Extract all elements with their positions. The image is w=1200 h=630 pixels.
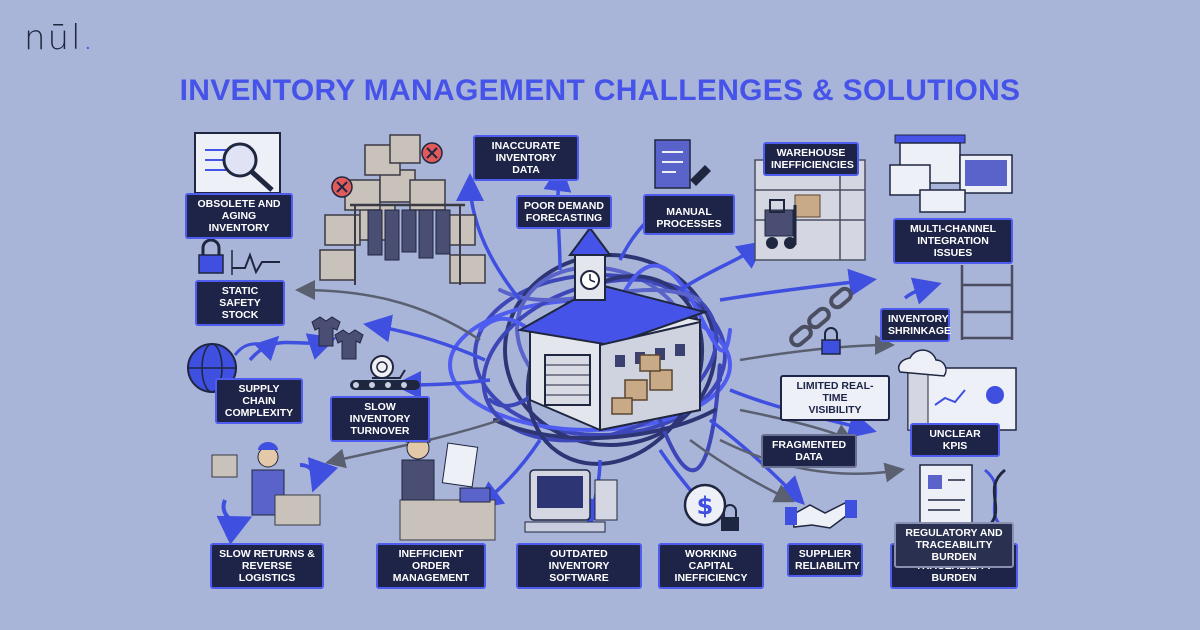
globe-icon bbox=[187, 335, 280, 393]
magnifier-screen-icon bbox=[194, 132, 281, 194]
label-turnover: SLOW INVENTORY TURNOVER bbox=[330, 396, 430, 442]
reject-x-icon bbox=[331, 142, 443, 198]
label-kpis: UNCLEAR KPIs bbox=[910, 423, 1000, 457]
old-computer-icon bbox=[524, 469, 618, 533]
label-obsolete: OBSOLETE AND AGING INVENTORY bbox=[185, 193, 293, 239]
tshirt-icon bbox=[311, 316, 364, 360]
label-returns: SLOW RETURNS & REVERSE LOGISTICS bbox=[210, 543, 324, 589]
warehouse-building bbox=[517, 226, 709, 432]
returns-worker-icon bbox=[211, 442, 339, 545]
label-supply-chain: SUPPLY CHAIN COMPLEXITY bbox=[215, 378, 303, 424]
lock-icon bbox=[198, 238, 280, 275]
dashboard-icon bbox=[897, 349, 1017, 431]
dollar-lock-icon: $ bbox=[683, 483, 739, 531]
label-regulatory-top: REGULATORY AND TRACEABILITY BURDEN bbox=[894, 522, 1014, 568]
label-manual: MANUAL PROCESSES bbox=[643, 194, 735, 235]
multichannel-screens-icon bbox=[889, 134, 1013, 213]
label-multichannel: MULTI-CHANNEL INTEGRATION ISSUES bbox=[893, 218, 1013, 264]
label-inaccurate: INACCURATE INVENTORY DATA bbox=[473, 135, 579, 181]
label-fragmented: FRAGMENTED DATA bbox=[761, 434, 857, 468]
label-demand: POOR DEMAND FORECASTING bbox=[516, 195, 612, 229]
logo-text: nūl bbox=[24, 18, 83, 58]
label-order: INEFFICIENT ORDER MANAGEMENT bbox=[376, 543, 486, 589]
handshake-icon bbox=[785, 500, 857, 529]
snail-conveyor-icon bbox=[350, 355, 420, 390]
label-visibility: LIMITED REAL-TIME VISIBILITY bbox=[780, 375, 890, 421]
clipboard-icon bbox=[654, 139, 711, 189]
label-supplier: SUPPLIER RELIABILITY bbox=[787, 543, 863, 577]
svg-text:$: $ bbox=[697, 492, 714, 520]
label-software: OUTDATED INVENTORY SOFTWARE bbox=[516, 543, 642, 589]
label-safety-stock: STATIC SAFETY STOCK bbox=[195, 280, 285, 326]
order-desk-icon bbox=[399, 432, 496, 541]
clothes-rack-icon bbox=[350, 203, 465, 285]
broken-chain-icon bbox=[789, 286, 853, 355]
brand-logo: nūl. bbox=[24, 18, 95, 58]
forklift-warehouse-icon bbox=[754, 159, 866, 261]
label-shrinkage: INVENTORY SHRINKAGE bbox=[880, 308, 951, 342]
shelf-icon bbox=[960, 265, 1014, 340]
page-title: INVENTORY MANAGEMENT CHALLENGES & SOLUTI… bbox=[179, 74, 1021, 107]
logo-dot: . bbox=[82, 18, 96, 58]
label-warehouse: WAREHOUSE INEFFICIENCIES bbox=[763, 142, 859, 176]
label-capital: WORKING CAPITAL INEFFICIENCY bbox=[658, 543, 764, 589]
